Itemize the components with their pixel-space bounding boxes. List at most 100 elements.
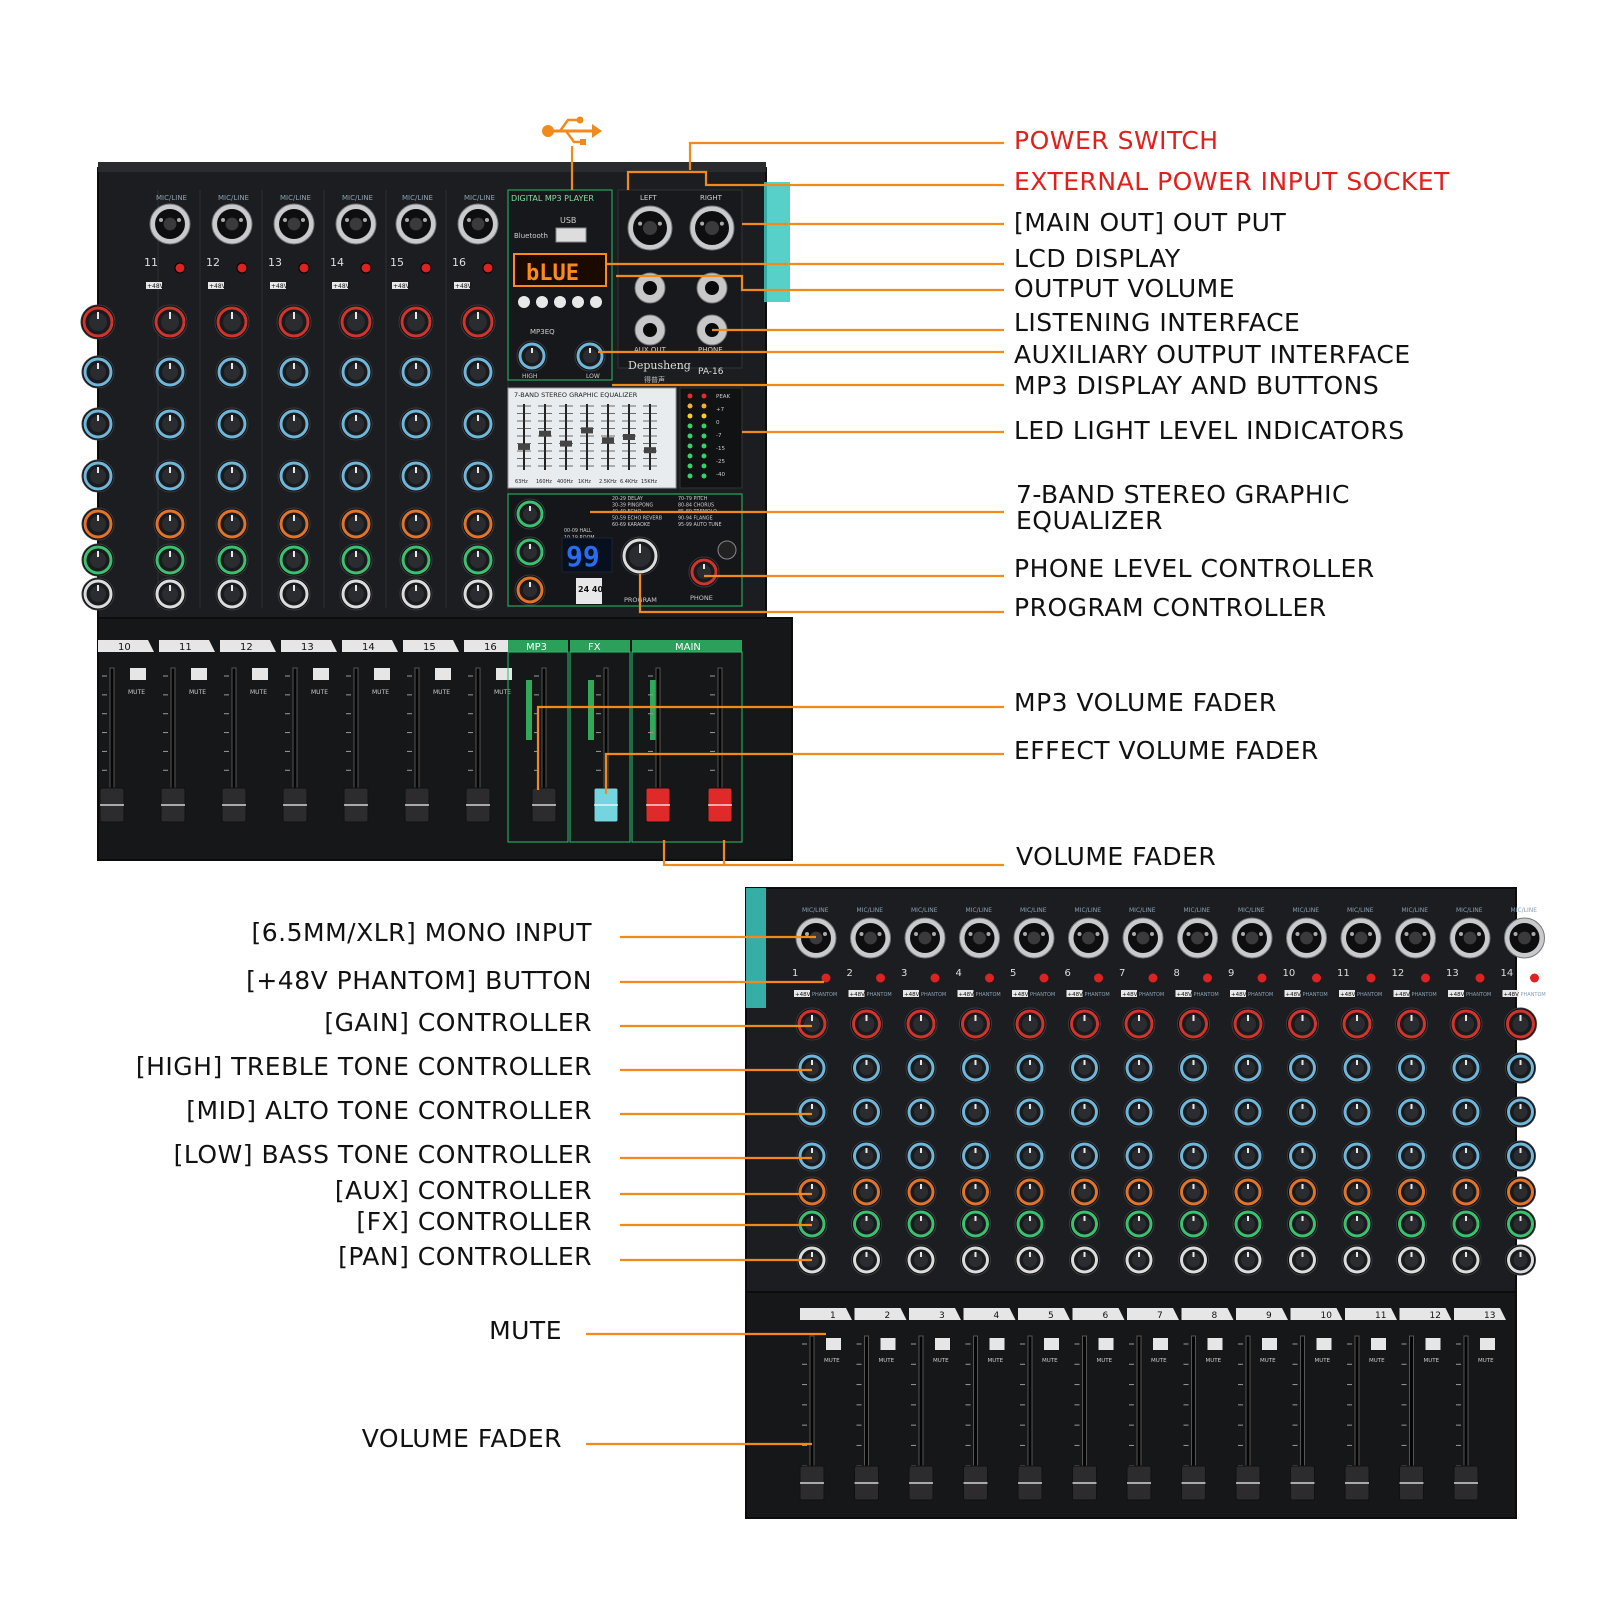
- phantom-led: [930, 973, 940, 983]
- fx-program-item: 90-94 FLANGE: [678, 516, 713, 522]
- channel-fader: [799, 1335, 825, 1501]
- jack-hole: [643, 281, 657, 295]
- led-scale-label: -25: [716, 459, 725, 465]
- mute-button: [826, 1338, 841, 1350]
- strip-channel-number: 10: [1283, 968, 1296, 979]
- geq-slider-cap: [560, 440, 572, 447]
- xlr-input-jack: [904, 917, 946, 959]
- mute-label: MUTE: [1097, 1358, 1113, 1364]
- strip-channel-number: 11: [1337, 968, 1350, 979]
- strip-channel-number: 6: [1065, 968, 1071, 979]
- led-dot: [701, 473, 707, 479]
- aux-master-knob: [514, 574, 546, 606]
- phantom-text: PHANTOM: [1303, 992, 1328, 998]
- high-knob: [1014, 1052, 1046, 1084]
- channel-tab: [909, 1308, 961, 1320]
- phantom-tag-text: +48V: [1286, 992, 1302, 998]
- pan-knob: [1450, 1244, 1482, 1276]
- led-dot: [687, 423, 693, 429]
- strip-header-label: MIC/LINE: [857, 907, 884, 914]
- mid-knob: [796, 1096, 828, 1128]
- usb-icon-arrow: [592, 124, 602, 138]
- led-dot: [687, 433, 693, 439]
- callout-gain-controller: [GAIN] CONTROLLER: [324, 1008, 592, 1037]
- geq-band-label: 400Hz: [557, 479, 573, 485]
- low-knob: [905, 1140, 937, 1172]
- fx-knob: [1178, 1208, 1209, 1240]
- high-knob: [1069, 1052, 1100, 1084]
- low-knob: [1505, 1140, 1536, 1172]
- phantom-tag: [1284, 990, 1301, 997]
- brand-cn-label: 得普声: [644, 375, 665, 384]
- mute-button: [1371, 1338, 1386, 1350]
- fx-knob: [1396, 1208, 1427, 1240]
- fx-knob: [905, 1208, 937, 1240]
- low-knob: [399, 459, 433, 493]
- usb-label: USB: [560, 216, 576, 225]
- phantom-tag: [146, 282, 162, 289]
- channel-tab: [1018, 1308, 1070, 1320]
- strip-channel-number: 3: [901, 968, 907, 979]
- mid-knob: [1505, 1096, 1536, 1128]
- top-panel-side-teal: [764, 182, 790, 302]
- mute-button: [313, 668, 329, 680]
- led-dot: [701, 433, 707, 439]
- main-right-fader: [707, 667, 733, 823]
- fx-knob: [81, 543, 115, 577]
- high-knob: [1287, 1052, 1318, 1084]
- mp3-button: [518, 296, 530, 308]
- mp3-button: [554, 296, 566, 308]
- usb-icon-dot: [576, 116, 584, 124]
- fx-knob: [1450, 1208, 1482, 1240]
- pan-knob: [1123, 1244, 1155, 1276]
- high-knob: [153, 355, 187, 389]
- led-dot: [701, 463, 707, 469]
- phantom-tag-text: +48V: [959, 992, 975, 998]
- aux-knob: [215, 507, 249, 541]
- high-knob: [905, 1052, 937, 1084]
- right-label: RIGHT: [700, 194, 723, 202]
- fader-channel-number: 2: [885, 1311, 891, 1321]
- mp3eq-label: MP3EQ: [530, 328, 555, 336]
- phantom-tag: [1175, 990, 1192, 997]
- fx-knob: [1123, 1208, 1155, 1240]
- phantom-tag-text: +48V: [271, 283, 289, 290]
- fx-knob: [960, 1208, 991, 1240]
- mp3-low-knob: [574, 340, 606, 372]
- phantom-tag: [208, 282, 224, 289]
- mute-button: [1316, 1338, 1332, 1350]
- aux-knob: [153, 507, 187, 541]
- gain-knob: [1231, 1007, 1265, 1041]
- geq-band-label: 2.5KHz: [599, 479, 617, 485]
- fx-knob: [1069, 1208, 1100, 1240]
- gain-knob: [1449, 1007, 1483, 1041]
- mp3-low-label: LOW: [586, 373, 600, 380]
- phantom-tag-text: +48V: [209, 283, 227, 290]
- phantom-tag: [270, 282, 286, 289]
- channel-tab: [1127, 1308, 1179, 1320]
- high-knob: [1232, 1052, 1264, 1084]
- strip-channel-number: 1: [792, 968, 798, 979]
- mute-button: [496, 668, 512, 680]
- strip-channel-number: 7: [1119, 968, 1125, 979]
- usb-icon: [542, 116, 602, 190]
- pan-knob: [851, 1244, 882, 1276]
- fader-channel-number: 1: [830, 1311, 836, 1321]
- phantom-led: [1421, 973, 1430, 983]
- strip-channel-number: 14: [1501, 968, 1514, 979]
- mute-button: [1098, 1338, 1114, 1350]
- mid-knob: [1287, 1096, 1318, 1128]
- strip-header-label: MIC/LINE: [911, 907, 938, 914]
- led-scale-label: -40: [716, 472, 725, 478]
- phantom-tag-text: +48V: [1340, 992, 1356, 998]
- strip-header-label: MIC/LINE: [1511, 907, 1538, 914]
- mute-label: MUTE: [1206, 1358, 1222, 1364]
- xlr-input-jack: [1395, 917, 1436, 959]
- mute-button: [435, 668, 451, 680]
